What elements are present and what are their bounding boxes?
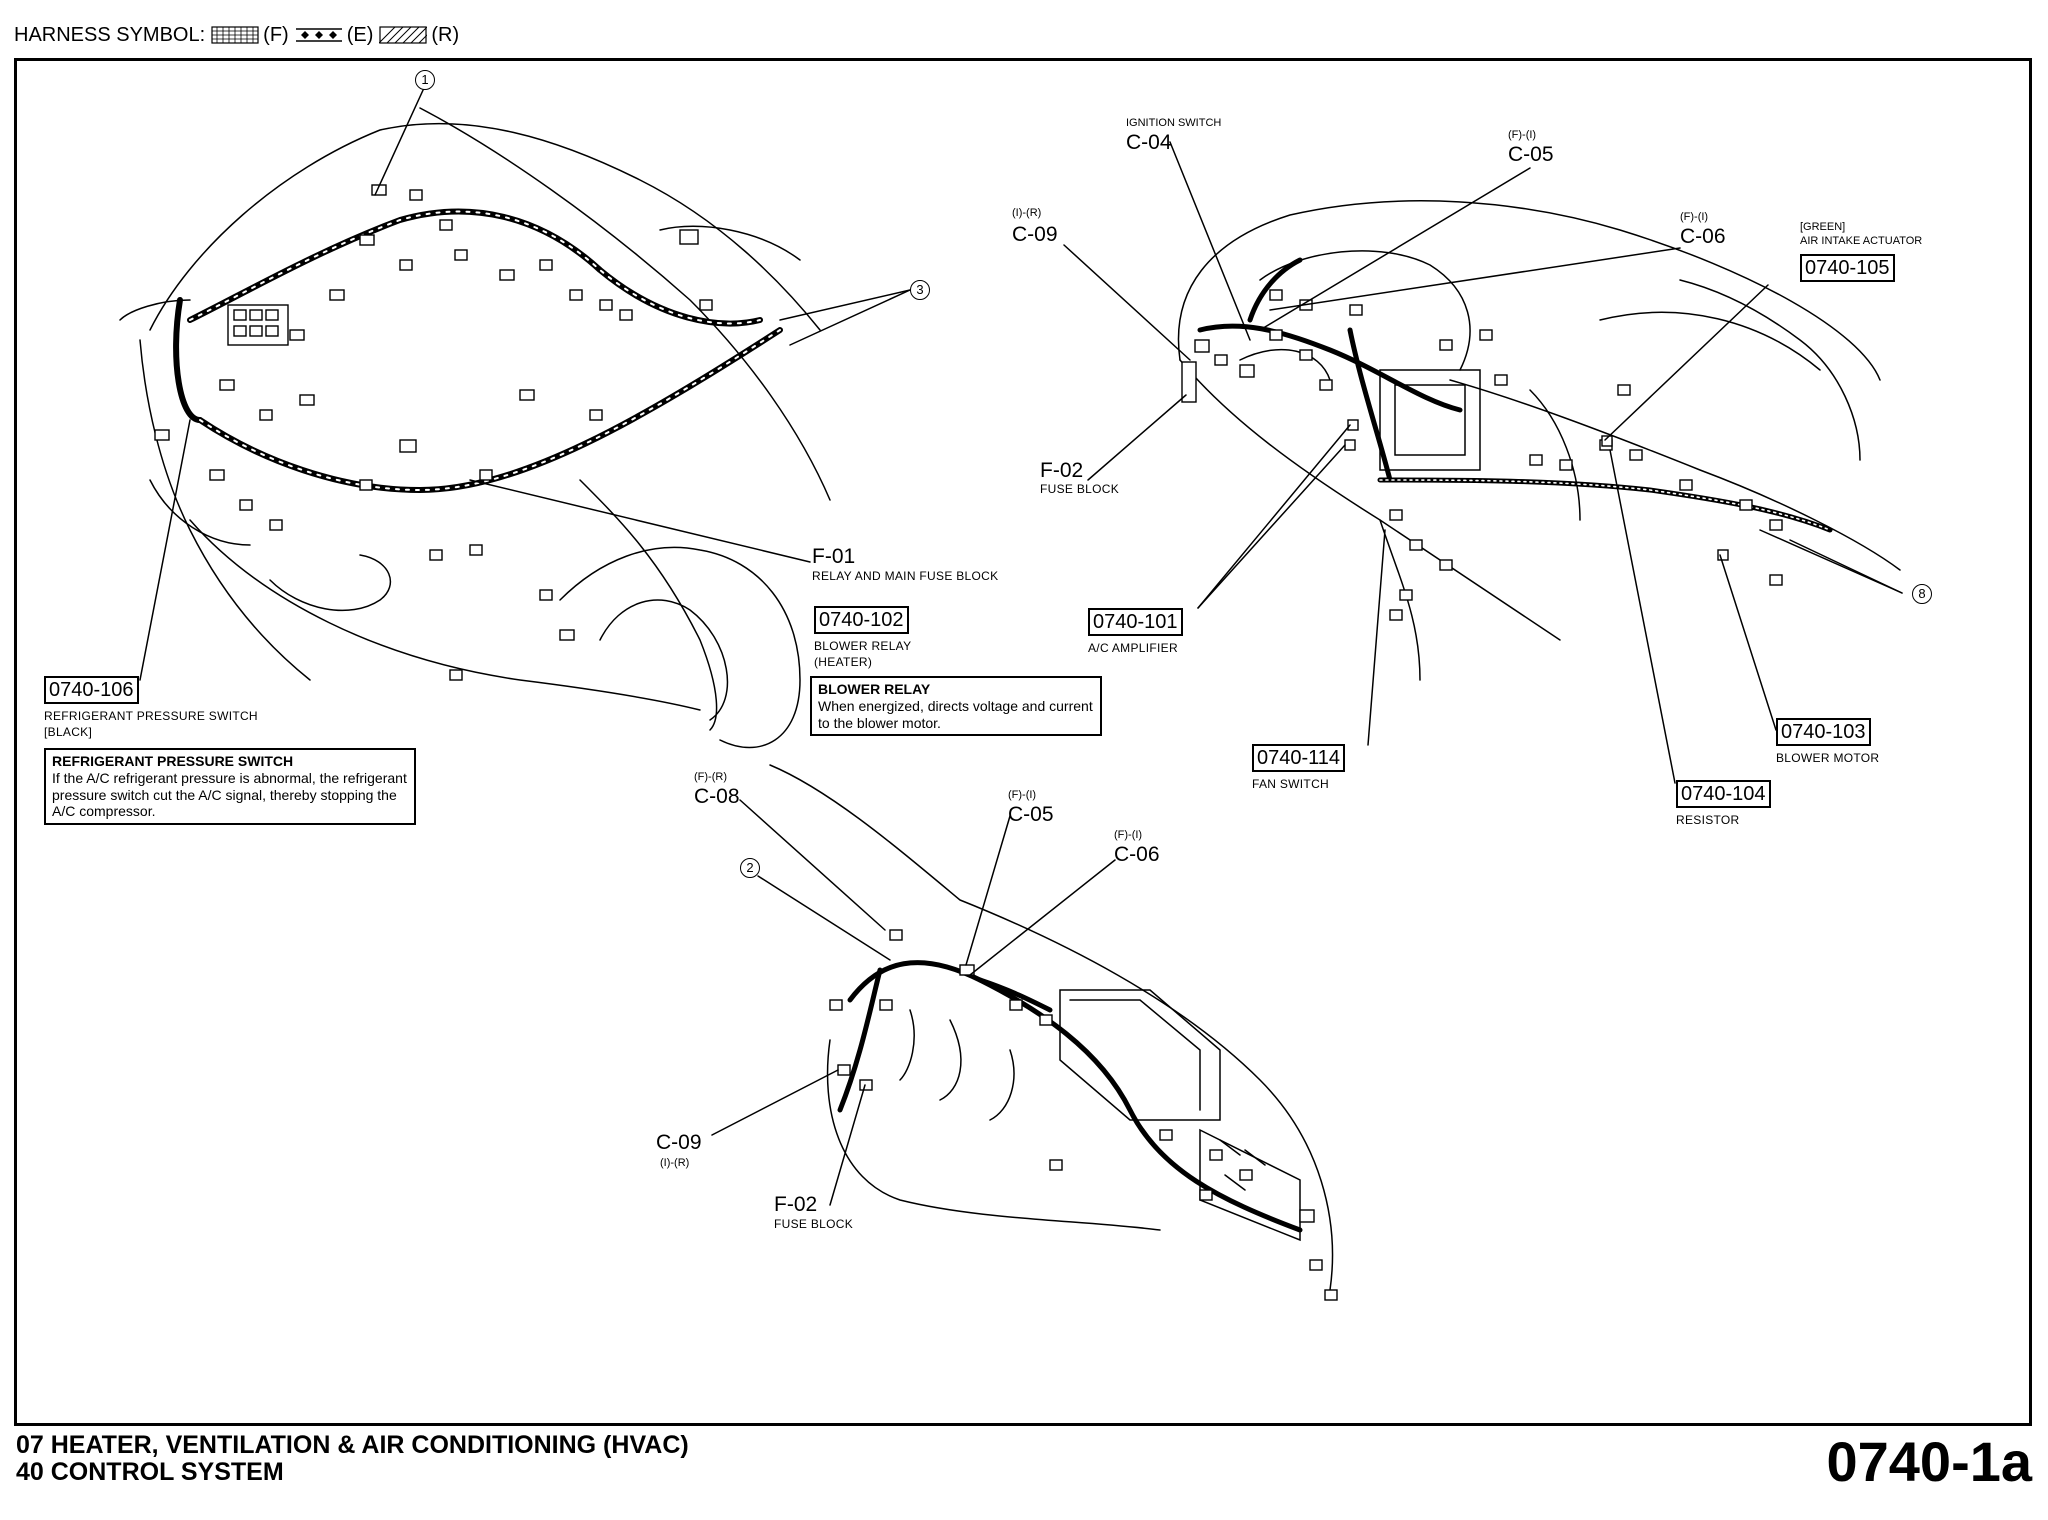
dashboard-fuse-block: [1181, 361, 1197, 403]
dashboard-leader-lines: [1063, 141, 1903, 784]
harness-rear-symbol-icon: [379, 26, 428, 44]
engine-leader-lines: [139, 87, 911, 681]
c08-tag: (F)-(R): [694, 771, 727, 783]
top-c06-connector-id: C-06: [1680, 225, 1726, 248]
top-f02-description: FUSE BLOCK: [1040, 482, 1120, 496]
lower-dash-connectors: [829, 929, 1338, 1301]
legend-front-label: (F): [263, 23, 289, 46]
bottom-c06-tag: (F)-(I): [1114, 829, 1143, 841]
diagram-frame: [14, 58, 2032, 1426]
lower-dash-outline: [769, 764, 1334, 1291]
fan-switch-code: 0740-114: [1252, 744, 1346, 772]
resistor-code: 0740-104: [1676, 780, 1771, 808]
bottom-f02-connector-id: F-02: [774, 1193, 818, 1216]
relay-main-fuse-block: [227, 304, 289, 346]
refrigerant-switch-code: 0740-106: [44, 676, 139, 704]
air-intake-color: [GREEN]: [1800, 221, 1846, 233]
air-intake-label: AIR INTAKE ACTUATOR: [1800, 235, 1923, 247]
fan-switch-label: FAN SWITCH: [1252, 777, 1329, 791]
engine-harness: [173, 208, 783, 494]
harness-front-symbol-icon: [211, 26, 259, 44]
legend-title: HARNESS SYMBOL:: [14, 23, 206, 46]
blower-relay-code: 0740-102: [814, 606, 909, 634]
page-number: 0740-1a: [1826, 1430, 2032, 1493]
blower-relay-note-body: When energized, directs voltage and curr…: [818, 697, 1093, 731]
callout-2: 2: [740, 858, 760, 878]
section-title: 07 HEATER, VENTILATION & AIR CONDITIONIN…: [16, 1432, 689, 1486]
callout-1: 1: [415, 70, 435, 90]
ignition-switch-label: IGNITION SWITCH: [1126, 117, 1222, 129]
bottom-c06-connector-id: C-06: [1114, 843, 1160, 866]
section-title-line2: 40 CONTROL SYSTEM: [16, 1458, 284, 1486]
refrigerant-switch-color: [BLACK]: [44, 725, 93, 739]
refrigerant-note-body: If the A/C refrigerant pressure is abnor…: [52, 769, 407, 820]
blower-relay-sub-label: (HEATER): [814, 655, 873, 669]
bottom-c09-tag: (I)-(R): [660, 1157, 690, 1169]
top-f02-connector-id: F-02: [1040, 459, 1084, 482]
lower-dash-harness: [837, 960, 1303, 1233]
f01-description: RELAY AND MAIN FUSE BLOCK: [812, 569, 999, 583]
ac-amplifier-label: A/C AMPLIFIER: [1088, 641, 1178, 655]
lower-dash-leader-lines: [711, 799, 1116, 1206]
top-c09-tag: (I)-(R): [1012, 207, 1042, 219]
blower-motor-code: 0740-103: [1776, 718, 1871, 746]
dashboard-outline: [1177, 200, 1901, 681]
section-title-line1: 07 HEATER, VENTILATION & AIR CONDITIONIN…: [16, 1431, 689, 1459]
c04-connector-id: C-04: [1126, 131, 1172, 154]
engine-connectors: [154, 184, 713, 681]
top-c05-tag: (F)-(I): [1508, 129, 1537, 141]
bottom-c05-connector-id: C-05: [1008, 803, 1054, 826]
ac-amplifier-code: 0740-101: [1088, 608, 1183, 636]
top-c05-connector-id: C-05: [1508, 143, 1554, 166]
top-c09-connector-id: C-09: [1012, 223, 1058, 246]
top-c06-tag: (F)-(I): [1680, 211, 1709, 223]
refrigerant-switch-label: REFRIGERANT PRESSURE SWITCH: [44, 709, 258, 723]
f01-connector-id: F-01: [812, 545, 856, 568]
c08-connector-id: C-08: [694, 785, 740, 808]
dashboard-connectors: [1194, 289, 1783, 621]
engine-car-outline: [119, 107, 831, 749]
bottom-c05-tag: (F)-(I): [1008, 789, 1037, 801]
legend-rear-label: (R): [431, 23, 460, 46]
bottom-c09-connector-id: C-09: [656, 1131, 702, 1154]
callout-8: 8: [1912, 584, 1932, 604]
blower-relay-label: BLOWER RELAY: [814, 639, 912, 653]
harness-engine-symbol-icon: [295, 28, 342, 42]
refrigerant-note-title: REFRIGERANT PRESSURE SWITCH: [52, 753, 294, 769]
blower-relay-note-title: BLOWER RELAY: [818, 681, 931, 697]
legend-engine-label: (E): [346, 23, 374, 46]
air-intake-code: 0740-105: [1800, 254, 1895, 282]
bottom-f02-description: FUSE BLOCK: [774, 1217, 854, 1231]
refrigerant-switch-note: REFRIGERANT PRESSURE SWITCH If the A/C r…: [44, 748, 416, 826]
harness-symbol-legend: HARNESS SYMBOL: (F) (E) (R): [14, 20, 459, 50]
callout-3: 3: [910, 280, 930, 300]
blower-relay-note: BLOWER RELAY When energized, directs vol…: [810, 676, 1102, 737]
blower-motor-label: BLOWER MOTOR: [1776, 751, 1880, 765]
resistor-label: RESISTOR: [1676, 813, 1740, 827]
